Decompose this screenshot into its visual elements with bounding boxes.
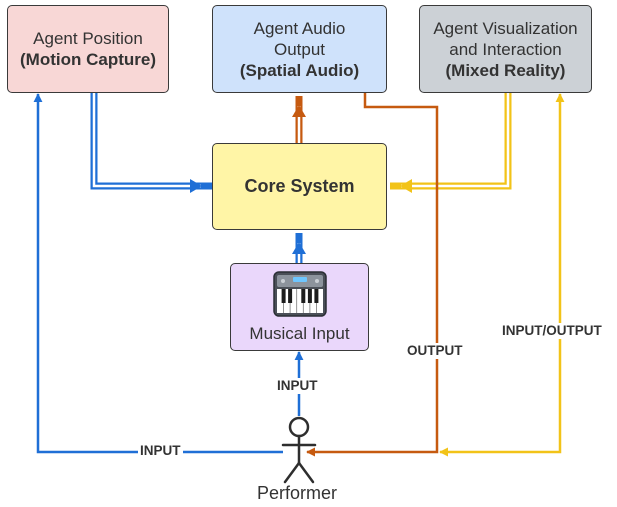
node-mr-line1: Agent Visualization xyxy=(433,18,578,38)
node-musical-input: Musical Input xyxy=(230,263,369,351)
edge-label-output: OUTPUT xyxy=(405,343,465,359)
node-musical-label: Musical Input xyxy=(249,324,350,343)
node-spatial-audio: Agent Audio Output (Spatial Audio) xyxy=(212,5,387,93)
node-mr-line3: (Mixed Reality) xyxy=(445,60,566,80)
node-motion-capture-line2: (Motion Capture) xyxy=(20,50,156,69)
node-audio-line3: (Spatial Audio) xyxy=(239,60,360,80)
edge-performer-mr xyxy=(439,93,565,457)
node-mixed-reality: Agent Visualization and Interaction (Mix… xyxy=(419,5,592,93)
node-mr-line2: and Interaction xyxy=(449,39,562,59)
edge-label-input-output: INPUT/OUTPUT xyxy=(500,323,604,339)
piano-keyboard-icon xyxy=(272,271,327,317)
edge-mocap-to-core xyxy=(90,93,212,193)
node-core-system: Core System xyxy=(212,143,387,230)
edge-label-input-center: INPUT xyxy=(275,378,320,394)
edge-performer-to-mocap xyxy=(33,93,283,454)
node-core-label: Core System xyxy=(244,176,355,196)
edge-audio-to-performer xyxy=(306,93,439,457)
stick-figure-icon xyxy=(281,416,317,484)
edge-label-input-left: INPUT xyxy=(138,443,183,459)
node-audio-line2: Output xyxy=(273,39,326,59)
node-motion-capture: Agent Position (Motion Capture) xyxy=(7,5,169,93)
node-motion-capture-line1: Agent Position xyxy=(33,29,143,48)
node-performer-label: Performer xyxy=(255,483,340,503)
node-audio-line1: Agent Audio xyxy=(253,18,346,38)
